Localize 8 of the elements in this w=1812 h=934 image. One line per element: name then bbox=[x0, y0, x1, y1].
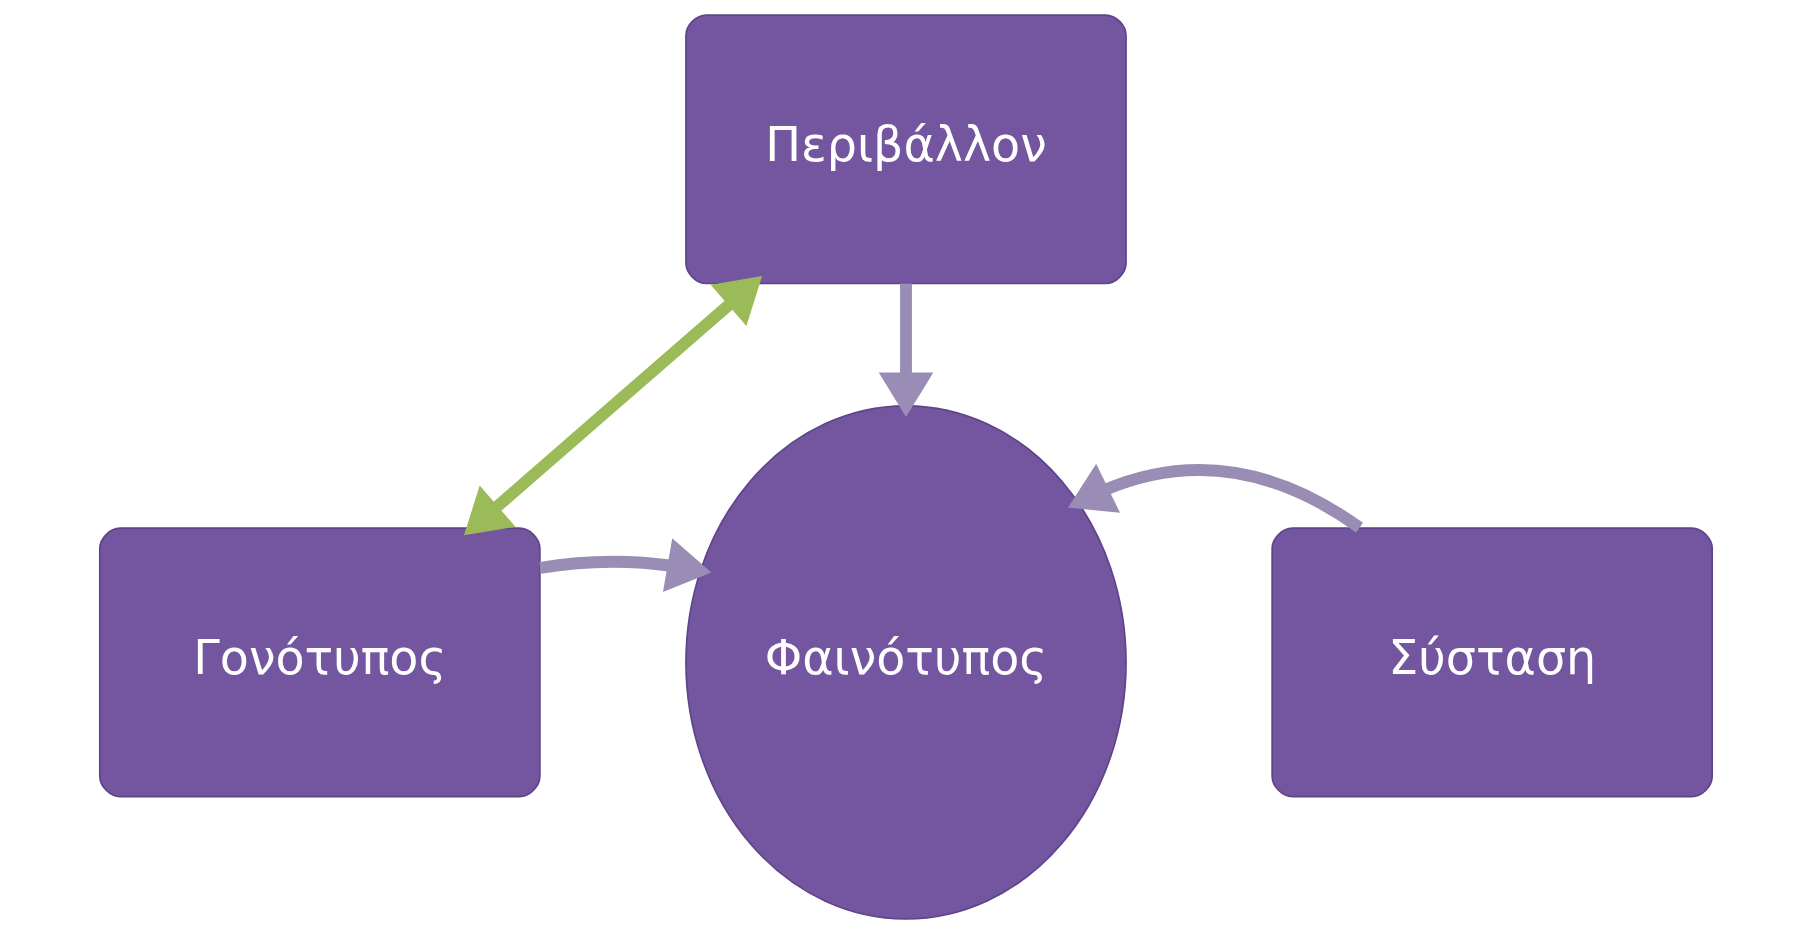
node-box: Σύσταση bbox=[1271, 527, 1714, 798]
arrow bbox=[878, 283, 934, 418]
arrow bbox=[463, 276, 763, 536]
node-box: Περιβάλλον bbox=[685, 14, 1127, 285]
node-box: Γονότυπος bbox=[98, 527, 541, 798]
node-ellipse: Φαινότυπος bbox=[685, 404, 1127, 920]
arrow bbox=[1068, 463, 1363, 533]
arrow bbox=[539, 538, 712, 592]
